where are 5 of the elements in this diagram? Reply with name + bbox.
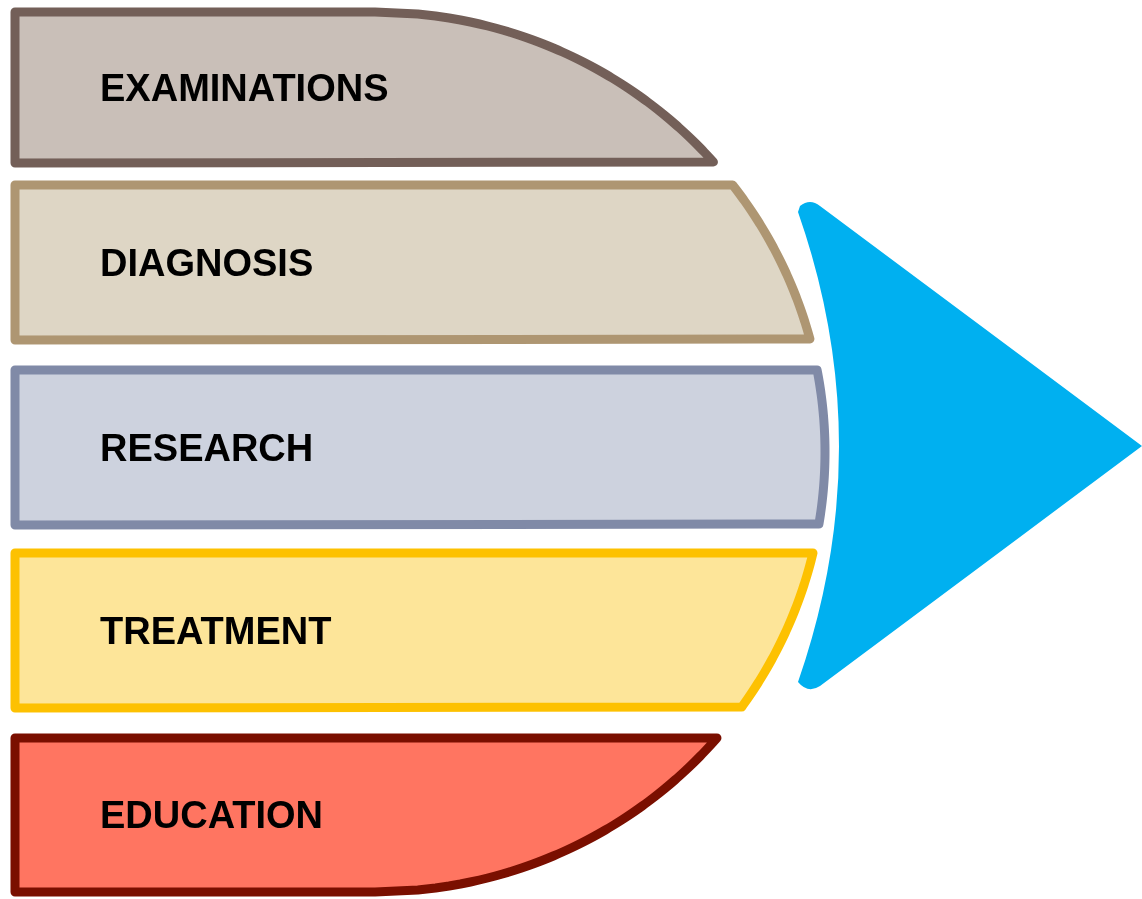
band-label: EDUCATION — [100, 796, 324, 834]
band-label: RESEARCH — [100, 428, 314, 467]
band-label: TREATMENT — [100, 611, 332, 650]
band-label: DIAGNOSIS — [100, 243, 314, 282]
band-label: EXAMINATIONS — [100, 68, 389, 107]
